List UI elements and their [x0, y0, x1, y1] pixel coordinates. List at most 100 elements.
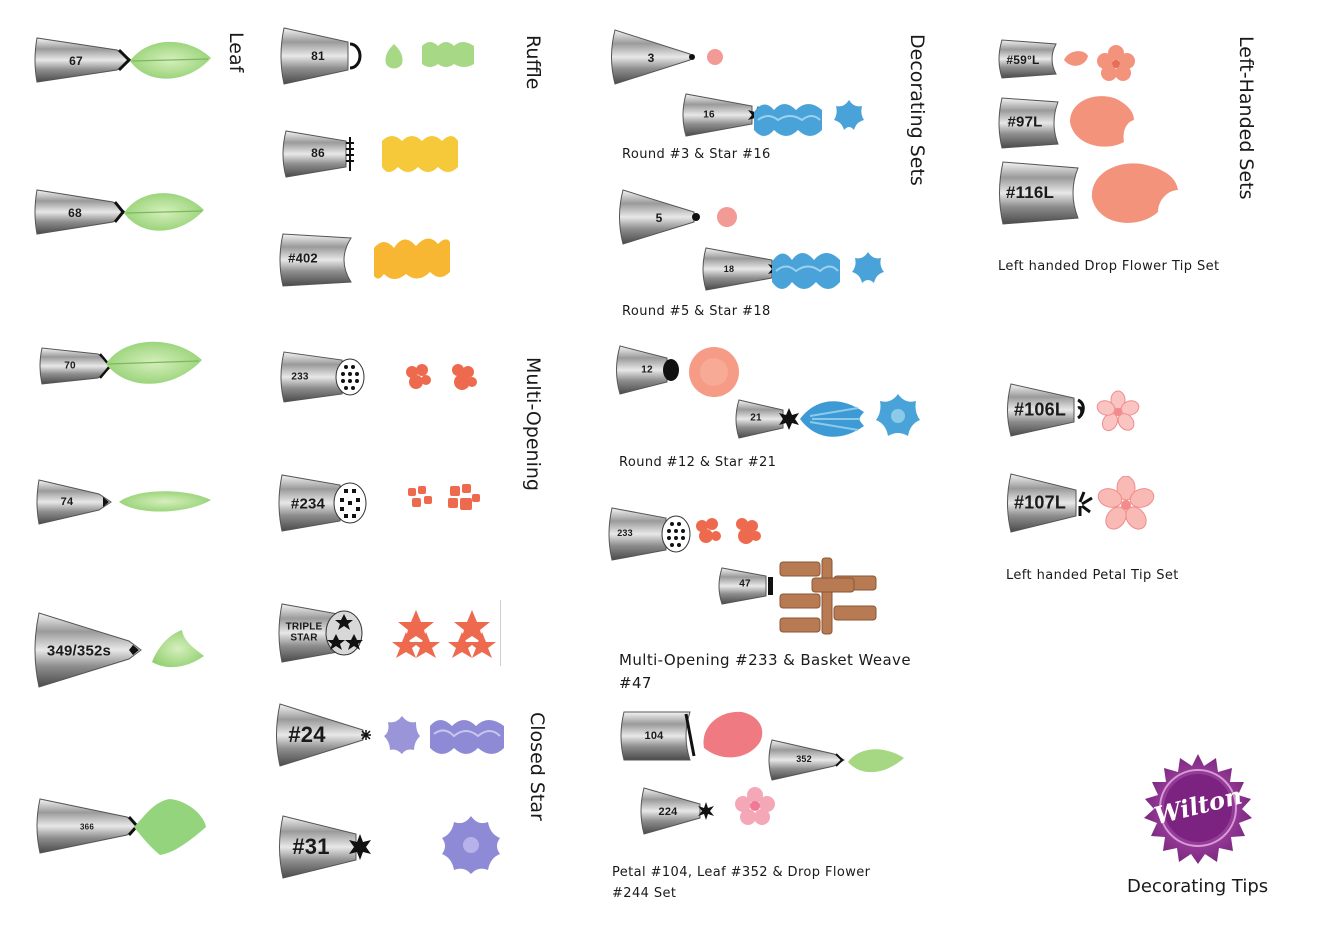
leaf-349-icon	[152, 630, 204, 668]
leaf-70-icon	[106, 341, 202, 384]
ruffle-86-strip-icon	[382, 136, 458, 172]
triple-star-rosettes-icon	[392, 610, 496, 658]
footer-title: Decorating Tips	[1127, 876, 1269, 897]
tip-106l-label: #106L	[1013, 399, 1067, 420]
tip-116l-label: #116L	[1005, 183, 1055, 202]
leaf-366-icon	[134, 799, 206, 855]
set-1-caption: Round #3 & Star #16	[622, 147, 771, 162]
tip-86-label: 86	[311, 146, 325, 160]
tip-366-label: 366	[80, 822, 94, 832]
star-21-rosette-icon	[876, 394, 920, 436]
star-24-strip-icon	[430, 720, 504, 754]
left-petal-caption: Left handed Petal Tip Set	[1006, 568, 1179, 583]
dot-12-icon	[689, 347, 739, 397]
tip-86-nozzle-icon	[282, 127, 362, 181]
ruffle-81-strip-icon	[422, 42, 474, 67]
star-16-strip-icon	[754, 104, 822, 136]
star-18-rosette-icon	[852, 252, 884, 283]
petal-97l-icon	[1070, 96, 1134, 147]
tip-352-nozzle-icon	[768, 736, 848, 784]
left-drop-flower-caption: Left handed Drop Flower Tip Set	[998, 259, 1220, 274]
tip-233-multi-label: 233	[291, 371, 309, 383]
tip-349-352s-nozzle-icon	[33, 609, 145, 691]
dot-3-icon	[707, 49, 723, 65]
star-31-rosette-icon	[442, 816, 500, 874]
tip-21-label: 21	[750, 412, 762, 424]
tip-352-label: 352	[796, 754, 812, 764]
set-4-caption: Multi-Opening #233 & Basket Weave #47	[619, 651, 911, 692]
tip-31-label: #31	[292, 834, 330, 859]
tip-59l-label: #59°L	[1006, 53, 1040, 67]
grass-234-icon	[408, 484, 480, 510]
tip-233-set-label: 233	[617, 528, 633, 538]
set-5-caption: Petal #104, Leaf #352 & Drop Flower #244…	[612, 865, 871, 901]
section-title-multi-opening: Multi-Opening	[522, 357, 544, 491]
section-title-ruffle: Ruffle	[522, 35, 544, 90]
tip-224-label: 224	[658, 806, 678, 818]
section-title-left-handed-sets: Left-Handed Sets	[1235, 36, 1257, 200]
ruffle-402-strip-icon	[374, 238, 450, 279]
dot-5-icon	[717, 207, 737, 227]
tip-5-label: 5	[655, 211, 663, 225]
tip-12-label: 12	[641, 364, 653, 376]
tip-234-nozzle-icon	[278, 471, 370, 535]
grass-233-set-icon	[696, 518, 761, 544]
set-2-caption: Round #5 & Star #18	[622, 304, 771, 319]
tip-47-label: 47	[739, 578, 751, 590]
tip-224-nozzle-icon	[640, 784, 718, 838]
tip-21-nozzle-icon	[735, 396, 801, 442]
tip-104-label: 104	[644, 730, 664, 742]
tip-70-nozzle-icon	[38, 344, 116, 388]
ruffle-81-drop-icon	[385, 44, 403, 69]
tip-67-label: 67	[69, 54, 83, 68]
tip-97l-nozzle-icon	[998, 94, 1066, 152]
tip-107l-label: #107L	[1013, 492, 1067, 513]
tip-3-nozzle-icon	[610, 26, 696, 88]
basket-weave-icon	[779, 557, 877, 635]
petal-104-icon	[703, 711, 763, 758]
tip-12-nozzle-icon	[615, 342, 685, 398]
section-title-decorating-sets: Decorating Sets	[906, 34, 928, 186]
leaf-67-icon	[130, 41, 211, 79]
star-21-shell-icon	[800, 401, 864, 437]
tip-402-label: #402	[288, 250, 318, 266]
leaf-352-icon	[848, 749, 904, 773]
star-24-rosette-icon	[384, 716, 420, 754]
petal-flower-107l-icon	[1097, 476, 1155, 530]
tip-234-label: #234	[290, 495, 326, 513]
tip-70-label: 70	[64, 360, 76, 372]
tip-star-label: STAR	[290, 632, 318, 644]
tip-233-multi-nozzle-icon	[280, 348, 370, 406]
tip-74-label: 74	[60, 496, 74, 508]
tip-59l-nozzle-icon	[998, 36, 1064, 82]
tip-3-label: 3	[647, 51, 655, 65]
tip-5-nozzle-icon	[618, 186, 704, 248]
tip-402-nozzle-icon	[279, 230, 359, 290]
leaf-74-icon	[119, 491, 211, 512]
tip-68-nozzle-icon	[33, 184, 128, 240]
drop-flower-59l-large-icon	[1097, 45, 1135, 81]
tip-81-nozzle-icon	[280, 24, 364, 88]
tip-triple-label: TRIPLE	[285, 621, 323, 633]
column-divider	[500, 600, 501, 666]
leaf-68-icon	[124, 193, 204, 231]
tip-47-nozzle-icon	[718, 564, 778, 608]
tip-18-label: 18	[723, 264, 735, 274]
tip-triple-star-nozzle-icon	[278, 600, 364, 666]
tip-81-label: 81	[311, 49, 325, 63]
tip-24-label: #24	[288, 722, 326, 747]
tip-107l-nozzle-icon	[1006, 470, 1098, 536]
drop-flower-59l-icon	[1064, 51, 1088, 66]
section-title-leaf: Leaf	[225, 32, 247, 73]
tip-104-nozzle-icon	[620, 708, 700, 764]
tip-67-nozzle-icon	[33, 32, 133, 88]
tip-68-label: 68	[68, 206, 82, 220]
tip-97l-label: #97L	[1007, 113, 1043, 131]
petal-116l-icon	[1091, 163, 1178, 223]
tip-349-352s-label: 349/352s	[46, 642, 112, 660]
tip-106l-nozzle-icon	[1006, 380, 1092, 440]
tip-233-set-nozzle-icon	[608, 504, 694, 564]
drop-flower-224-icon	[735, 787, 775, 825]
star-18-strip-icon	[772, 253, 840, 289]
tip-31-nozzle-icon	[278, 812, 374, 882]
